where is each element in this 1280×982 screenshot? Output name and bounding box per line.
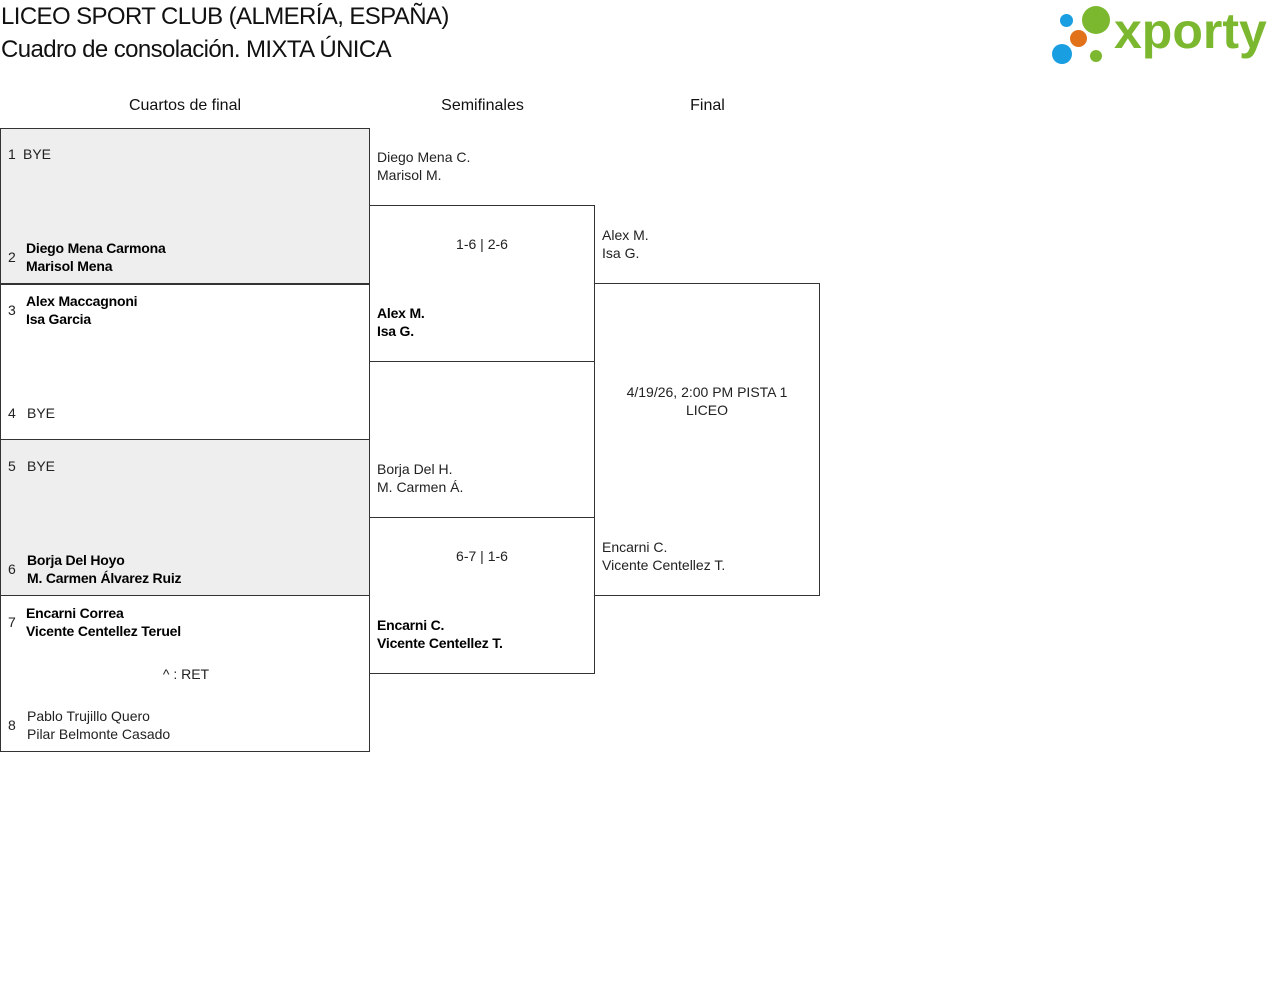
round-header-semifinals: Semifinales (441, 97, 524, 114)
final-match[interactable]: 4/19/26, 2:00 PM PISTA 1 LICEO Encarni C… (594, 283, 820, 596)
player-name: Alex M. (377, 305, 425, 321)
semifinal-1-top-team: Diego Mena C. Marisol M. (377, 148, 470, 184)
club-title: LICEO SPORT CLUB (ALMERÍA, ESPAÑA) (1, 3, 449, 30)
player-name: Vicente Centellez T. (377, 635, 503, 651)
logo-dot-orange (1070, 30, 1087, 47)
player-name: Isa G. (377, 323, 414, 339)
player-name: M. Carmen Álvarez Ruiz (27, 570, 182, 586)
quarterfinal-match-3[interactable]: 5 BYE 6 Borja Del Hoyo M. Carmen Álvarez… (0, 439, 370, 596)
xporty-logo: xporty (1050, 4, 1278, 68)
team-entry: Encarni Correa Vicente Centellez Teruel (26, 604, 181, 640)
logo-dot-green-big (1082, 6, 1110, 34)
seed-number: 2 (8, 249, 16, 265)
schedule-venue: LICEO (685, 402, 728, 418)
semifinal-1-bottom-team: Alex M. Isa G. (377, 304, 425, 340)
semifinal-match-1[interactable]: 1-6 | 2-6 Alex M. Isa G. (369, 205, 595, 362)
team-entry: BYE (23, 145, 51, 163)
semifinal-2-bottom-team: Encarni C. Vicente Centellez T. (377, 616, 503, 652)
seed-number: 3 (8, 302, 16, 318)
final-top-team: Alex M. Isa G. (602, 226, 649, 262)
team-entry: BYE (27, 457, 55, 475)
player-name: Encarni C. (377, 617, 445, 633)
logo-dot-blue-bottom (1052, 44, 1072, 64)
player-name: Isa Garcia (26, 311, 91, 327)
player-name: Encarni Correa (26, 605, 124, 621)
seed-number: 4 (8, 405, 16, 421)
match-score: 1-6 | 2-6 (456, 236, 508, 252)
team-entry: Borja Del Hoyo M. Carmen Álvarez Ruiz (27, 551, 182, 587)
player-name: Isa G. (602, 245, 640, 261)
quarterfinal-match-2[interactable]: 3 Alex Maccagnoni Isa Garcia 4 BYE (0, 283, 370, 440)
player-name: Vicente Centellez Teruel (26, 623, 181, 639)
player-name: Diego Mena Carmona (26, 240, 166, 256)
draw-subtitle: Cuadro de consolación. MIXTA ÚNICA (1, 36, 392, 63)
team-entry: Alex Maccagnoni Isa Garcia (26, 292, 138, 328)
quarterfinal-match-1[interactable]: 1 BYE 2 Diego Mena Carmona Marisol Mena (0, 128, 370, 285)
schedule-datetime-court: 4/19/26, 2:00 PM PISTA 1 (626, 384, 788, 400)
player-name: Pilar Belmonte Casado (27, 726, 171, 742)
player-name: Alex Maccagnoni (26, 293, 138, 309)
player-name: Vicente Centellez T. (602, 557, 726, 573)
retired-note: ^ : RET (162, 666, 210, 682)
player-name: Diego Mena C. (377, 149, 471, 165)
player-name: BYE (27, 405, 56, 421)
seed-number: 8 (8, 717, 16, 733)
semifinal-2-top-team: Borja Del H. M. Carmen Á. (377, 460, 463, 496)
logo-dot-blue-top (1060, 14, 1073, 27)
team-entry: Diego Mena Carmona Marisol Mena (26, 239, 166, 275)
player-name: Alex M. (602, 227, 649, 243)
player-name: Encarni C. (602, 539, 668, 555)
player-name: BYE (27, 458, 56, 474)
match-score: 6-7 | 1-6 (456, 548, 508, 564)
match-schedule: 4/19/26, 2:00 PM PISTA 1 LICEO (595, 383, 819, 419)
round-header-final: Final (690, 97, 725, 114)
quarterfinal-match-4[interactable]: 7 Encarni Correa Vicente Centellez Terue… (0, 595, 370, 752)
seed-number: 6 (8, 561, 16, 577)
seed-number: 7 (8, 614, 16, 630)
seed-number: 1 (8, 146, 16, 162)
final-bottom-team: Encarni C. Vicente Centellez T. (602, 538, 725, 574)
logo-wordmark: xporty (1114, 3, 1267, 59)
player-name: Pablo Trujillo Quero (27, 708, 150, 724)
round-header-quarterfinals: Cuartos de final (128, 97, 242, 114)
semifinal-match-2[interactable]: 6-7 | 1-6 Encarni C. Vicente Centellez T… (369, 517, 595, 674)
player-name: M. Carmen Á. (377, 479, 464, 495)
team-entry: BYE (27, 404, 55, 422)
player-name: Marisol Mena (26, 258, 113, 274)
player-name: Borja Del Hoyo (27, 552, 125, 568)
player-name: Marisol M. (377, 167, 442, 183)
player-name: Borja Del H. (377, 461, 453, 477)
logo-dot-green-small (1090, 50, 1102, 62)
seed-number: 5 (8, 458, 16, 474)
team-entry: Pablo Trujillo Quero Pilar Belmonte Casa… (27, 707, 170, 743)
player-name: BYE (23, 146, 52, 162)
